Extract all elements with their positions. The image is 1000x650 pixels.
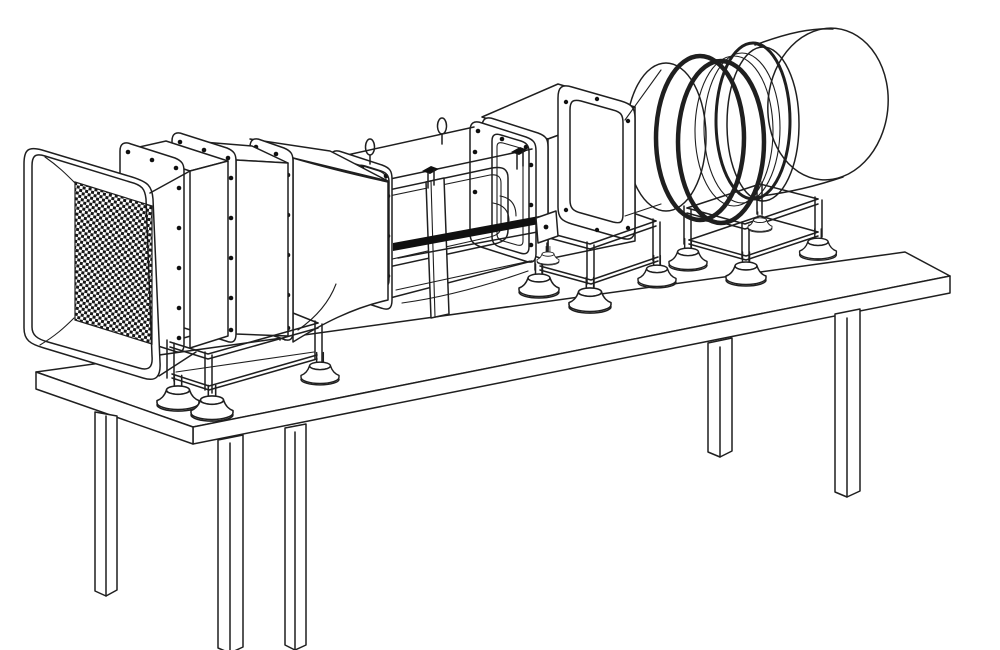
outlet-cone bbox=[753, 27, 889, 198]
chamber-stand bbox=[156, 320, 340, 422]
instrument-shelf bbox=[393, 210, 560, 266]
table-legs bbox=[94, 308, 861, 650]
work-table bbox=[35, 251, 951, 650]
honeycomb-screen bbox=[74, 181, 153, 345]
diffuser bbox=[481, 69, 662, 260]
inlet-bellmouth bbox=[23, 147, 197, 381]
ring-stand bbox=[668, 196, 838, 287]
settling-chamber bbox=[119, 132, 294, 353]
